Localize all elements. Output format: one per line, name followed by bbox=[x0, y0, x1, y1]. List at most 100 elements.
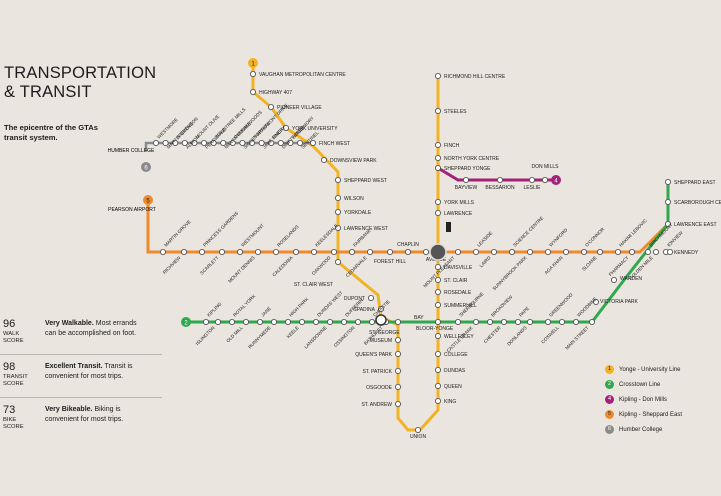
station-label-queen: QUEEN bbox=[444, 384, 462, 390]
svg-text:4: 4 bbox=[554, 178, 558, 184]
transit-score-value: 98 bbox=[3, 361, 16, 373]
station-label-yorkdale: YORKDALE bbox=[344, 210, 372, 216]
station-label-summerhill: SUMMERHILL bbox=[444, 303, 477, 309]
station-marker-queen bbox=[434, 382, 441, 389]
station-marker-avenue bbox=[422, 248, 429, 255]
station-marker-davisville bbox=[434, 263, 441, 270]
station-marker-sheppard-east bbox=[665, 178, 672, 185]
station-label-leaside: LEASIDE bbox=[476, 230, 493, 247]
station-marker-wilson bbox=[334, 194, 341, 201]
station-label-richview: RICHVIEW bbox=[162, 255, 182, 275]
station-marker-keele bbox=[298, 318, 305, 325]
station-marker-tobermory bbox=[287, 139, 294, 146]
station-marker-steeles bbox=[434, 108, 441, 115]
station-label-lawrence: LAWRENCE bbox=[444, 211, 473, 217]
station-label-york-mills: YORK MILLS bbox=[444, 200, 475, 206]
svg-text:1: 1 bbox=[251, 61, 255, 67]
station-marker-emery bbox=[268, 139, 275, 146]
station-marker-summerhill bbox=[434, 301, 441, 308]
station-marker-lawrence-west bbox=[334, 224, 341, 231]
station-marker-downsview-park bbox=[320, 156, 327, 163]
station-label-sheppard-yonge: SHEPPARD YONGE bbox=[444, 166, 491, 172]
station-label-wilson: WILSON bbox=[344, 196, 364, 202]
station-marker-richmond-hill-centre bbox=[434, 73, 441, 80]
station-marker-rowntree-mills bbox=[210, 139, 217, 146]
station-marker-dupont bbox=[367, 294, 374, 301]
station-marker-coxwell bbox=[559, 318, 566, 325]
station-marker-kennedy bbox=[667, 248, 674, 255]
humber-college-line bbox=[144, 141, 313, 151]
station-marker-christie bbox=[368, 318, 375, 325]
station-label-rosedale: ROSEDALE bbox=[444, 290, 472, 296]
station-label-st-andrew: ST. ANDREW bbox=[361, 402, 392, 408]
station-marker-pearldale bbox=[200, 139, 207, 146]
title-line-2: & TRANSIT bbox=[4, 83, 92, 101]
line-badge-4: 4 bbox=[551, 175, 561, 185]
station-label-finch: FINCH bbox=[444, 143, 460, 149]
svg-text:2: 2 bbox=[184, 320, 188, 326]
station-marker-mount-olive bbox=[191, 139, 198, 146]
station-marker-york-mills bbox=[434, 198, 441, 205]
station-label-lawrence-east: LAWRENCE EAST bbox=[674, 222, 717, 228]
station-marker-castle-frank bbox=[472, 318, 479, 325]
station-marker-finch-west bbox=[309, 139, 316, 146]
station-marker-victoria-park bbox=[593, 298, 600, 305]
station-label-kipling: KIPLING bbox=[206, 301, 223, 318]
station-label-chester: CHESTER bbox=[483, 325, 503, 345]
station-marker-york-university bbox=[282, 125, 289, 132]
subtitle: The epicentre of the GTAs transit system… bbox=[4, 123, 98, 142]
construction-marker bbox=[446, 222, 451, 232]
station-label-king: KING bbox=[444, 399, 456, 405]
station-label-laird: LAIRD bbox=[479, 255, 493, 269]
station-marker-king bbox=[434, 397, 441, 404]
station-label-ionview: IONVIEW bbox=[666, 230, 684, 248]
station-marker-queen-s-park bbox=[394, 350, 401, 357]
station-marker-forest-hill bbox=[386, 248, 393, 255]
station-marker-lawrence bbox=[434, 209, 441, 216]
station-label-pharmacy: PHARMACY bbox=[608, 255, 630, 277]
station-label-hakimi-lebovic: HAKIMI LEBOVIC bbox=[618, 218, 648, 248]
station-label-old-mill: OLD MILL bbox=[225, 325, 244, 344]
station-label-o-connor: O'CONNOR bbox=[584, 226, 606, 248]
station-label-st-clair-west: ST. CLAIR WEST bbox=[294, 282, 333, 288]
station-marker-driftwood bbox=[277, 139, 284, 146]
eglinton-interchange bbox=[429, 243, 447, 261]
station-marker-high-park bbox=[284, 318, 291, 325]
station-label-main-street: MAIN STREET bbox=[564, 325, 590, 351]
station-marker-northfront-drive bbox=[248, 139, 255, 146]
station-marker-signet-arrow bbox=[239, 139, 246, 146]
station-label-roselands: ROSELANDS bbox=[276, 224, 300, 248]
station-label-humber-college: HUMBER COLLEGE bbox=[108, 148, 155, 154]
station-marker-mount-pleasant bbox=[454, 248, 461, 255]
station-marker-albion bbox=[181, 139, 188, 146]
station-marker-chaplin bbox=[404, 248, 411, 255]
station-label-aga-khan: AGA KHAN bbox=[544, 255, 564, 275]
station-label-donlands: DONLANDS bbox=[506, 325, 528, 347]
station-label-keele: KEELE bbox=[286, 325, 300, 339]
station-marker-broadview bbox=[486, 318, 493, 325]
station-label-runnymede: RUNNYMEDE bbox=[247, 325, 271, 349]
station-marker-keelesdale bbox=[310, 248, 317, 255]
station-marker-royal-york bbox=[228, 318, 235, 325]
station-label-victoria-park: VICTORIA PARK bbox=[600, 299, 639, 305]
station-label-leslie: LESLIE bbox=[524, 185, 542, 191]
svg-text:5: 5 bbox=[146, 198, 150, 204]
station-label-science-centre: SCIENCE CENTRE bbox=[512, 215, 544, 247]
station-label-keelesdale: KEELESDALE bbox=[314, 223, 339, 248]
station-marker-old-mill bbox=[242, 318, 249, 325]
station-label-st-george: ST. GEORGE bbox=[369, 330, 400, 336]
station-label-sloane: SLOANE bbox=[581, 255, 598, 272]
station-label-queen-s-park: QUEEN'S PARK bbox=[355, 352, 392, 358]
station-label-richmond-hill-centre: RICHMOND HILL CENTRE bbox=[444, 74, 506, 80]
station-marker-st-patrick bbox=[394, 367, 401, 374]
station-label-mount-dennis: MOUNT DENNIS bbox=[227, 255, 256, 284]
station-marker-duncanwoods bbox=[229, 139, 236, 146]
station-label-lawrence-west: LAWRENCE WEST bbox=[344, 226, 388, 232]
station-label-pape: PAPE bbox=[518, 306, 530, 318]
station-marker-st-andrew bbox=[394, 400, 401, 407]
line-badge-5: 5 bbox=[143, 195, 153, 205]
station-marker-scarlett bbox=[218, 248, 225, 255]
station-marker-greenwood bbox=[545, 318, 552, 325]
